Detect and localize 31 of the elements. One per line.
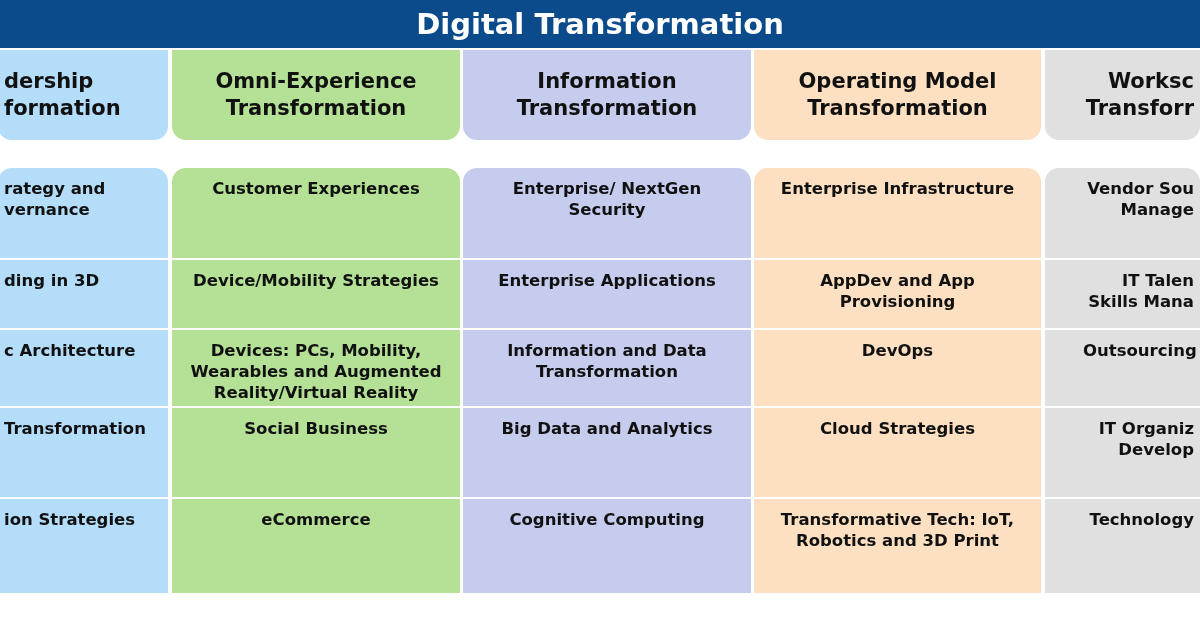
topic-cell: DevOps [754, 328, 1041, 406]
topic-cell: Big Data and Analytics [463, 406, 751, 497]
topic-cell: Outsourcing [1045, 328, 1200, 406]
topic-cell: Enterprise Infrastructure [754, 168, 1041, 258]
column-header: Omni-Experience Transformation [172, 50, 460, 140]
topic-cell: IT Talen Skills Mana [1045, 258, 1200, 328]
topic-cell: c Architecture [0, 328, 168, 406]
topic-cell: Information and Data Transformation [463, 328, 751, 406]
topic-cell: Enterprise/ NextGen Security [463, 168, 751, 258]
topic-cell: Cloud Strategies [754, 406, 1041, 497]
topic-cell: eCommerce [172, 497, 460, 593]
topic-cell: Vendor Sou Manage [1045, 168, 1200, 258]
topic-cell: ding in 3D [0, 258, 168, 328]
topic-cell: AppDev and App Provisioning [754, 258, 1041, 328]
topic-cell: IT Organiz Develop [1045, 406, 1200, 497]
topic-cell: ion Strategies [0, 497, 168, 593]
column-header: dership formation [0, 50, 168, 140]
topic-cell: rategy and vernance [0, 168, 168, 258]
column-header: Operating Model Transformation [754, 50, 1041, 140]
topic-cell: Social Business [172, 406, 460, 497]
column-header: Worksc Transforr [1045, 50, 1200, 140]
column-header: Information Transformation [463, 50, 751, 140]
topic-cell: Customer Experiences [172, 168, 460, 258]
topic-cell: Devices: PCs, Mobility, Wearables and Augmented Reality/Virtual Reality [172, 328, 460, 406]
topic-cell: Cognitive Computing [463, 497, 751, 593]
topic-cell: Transformation [0, 406, 168, 497]
topic-cell: Enterprise Applications [463, 258, 751, 328]
topic-cell: Transformative Tech: IoT, Robotics and 3D Print [754, 497, 1041, 593]
title-banner: Digital Transformation [0, 0, 1200, 48]
topic-cell: Technology [1045, 497, 1200, 593]
topic-cell: Device/Mobility Strategies [172, 258, 460, 328]
